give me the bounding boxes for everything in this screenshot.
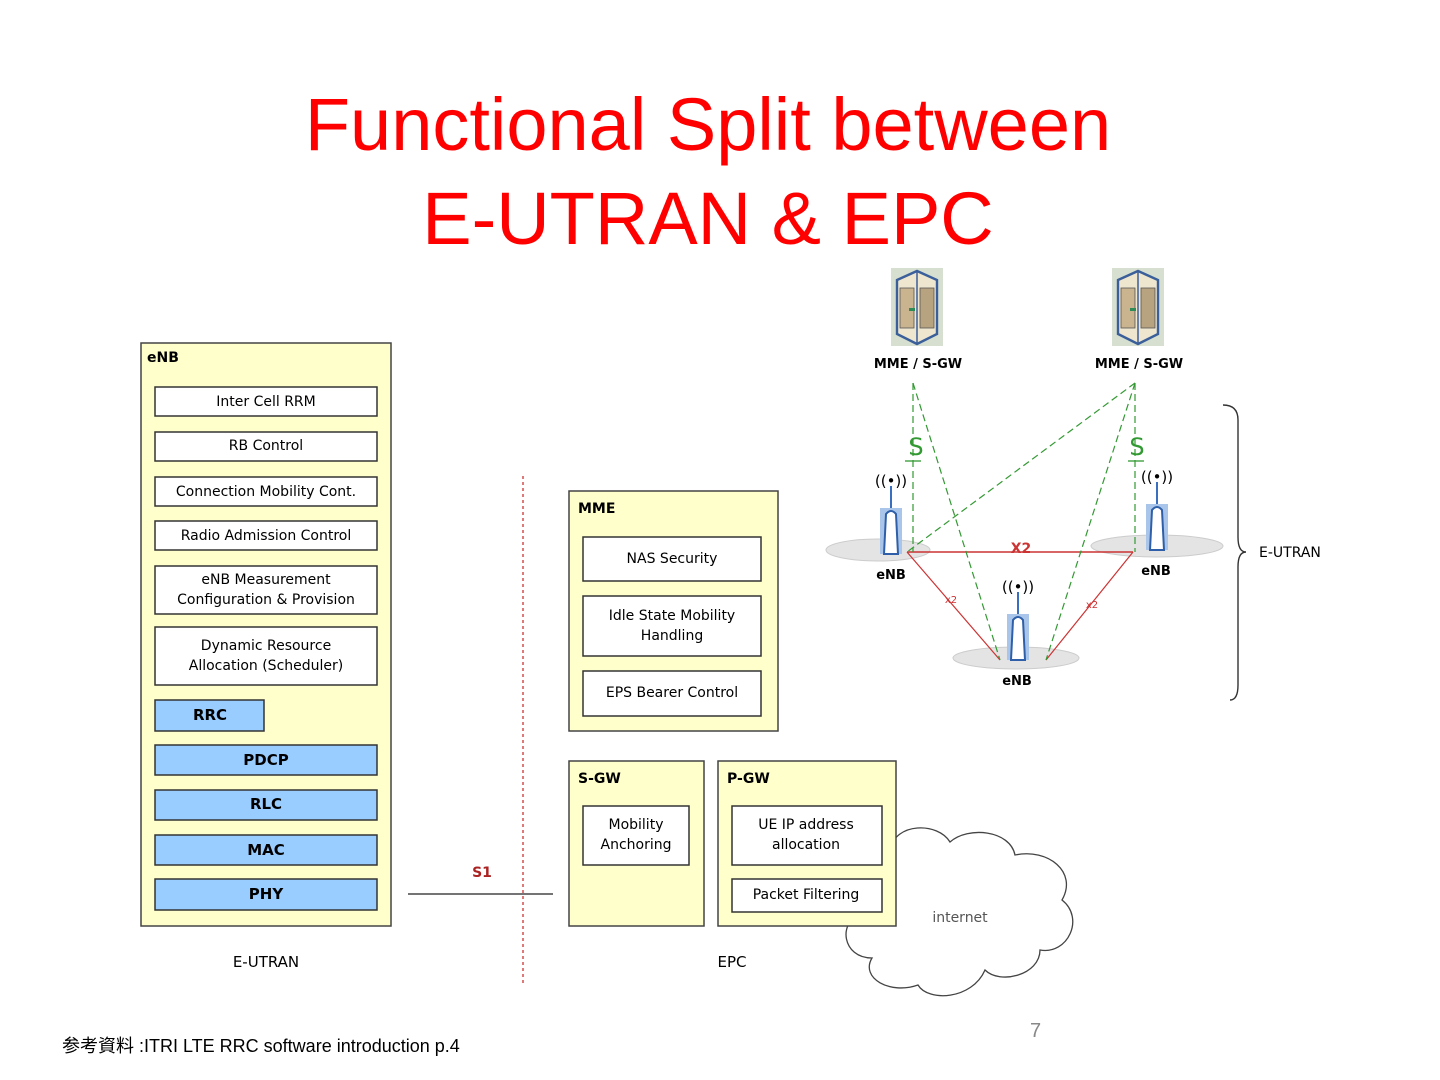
- radio-admission-text: Radio Admission Control: [181, 528, 352, 544]
- enb-panel-label: eNB: [147, 350, 179, 366]
- rrc-layer-text: RRC: [193, 706, 227, 724]
- eps-bearer-control-text: EPS Bearer Control: [606, 685, 738, 701]
- inter-cell-rrm-text: Inter Cell RRM: [216, 394, 315, 410]
- title-line-2: E-UTRAN & EPC: [422, 177, 994, 260]
- dynamic-resource-box: [154, 626, 378, 686]
- s1-left-to-bottom-enb: [912, 382, 1001, 661]
- antenna-icon-body: [1148, 506, 1166, 551]
- packet-filtering-box: [731, 878, 883, 913]
- x2-label-left: x2: [945, 595, 957, 606]
- rb-control-text: RB Control: [229, 438, 303, 454]
- idle-state-mobility-text-1: Idle State Mobility: [609, 608, 735, 624]
- enb-measurement-text-1: eNB Measurement: [201, 572, 331, 588]
- x2-label-top: X2: [1011, 541, 1032, 557]
- core-node-label-right: MME / S-GW: [1095, 357, 1183, 372]
- server-icon-led: [1130, 308, 1136, 311]
- enb-node-label-left: eNB: [876, 568, 906, 583]
- x2-link-right: [1045, 551, 1134, 661]
- nas-security-text: NAS Security: [627, 551, 718, 567]
- epc-caption: EPC: [718, 953, 747, 971]
- s1-right-to-bottom-enb: [1045, 382, 1136, 661]
- antenna-icon: ((•)): [875, 472, 907, 555]
- mme-panel-label: MME: [578, 501, 615, 517]
- inter-cell-rrm-box: [154, 386, 378, 417]
- pgw-panel: P-GW UE IP address allocation Packet Fil…: [717, 760, 897, 927]
- enb-measurement-text-2: Configuration & Provision: [177, 592, 355, 608]
- antenna-icon: ((•)): [1141, 468, 1173, 551]
- ue-ip-allocation-box: [731, 805, 883, 866]
- internet-label: internet: [932, 910, 988, 926]
- internet-cloud: [845, 827, 1074, 997]
- s1-label-left: S: [908, 433, 923, 461]
- pdcp-layer-box: [154, 744, 378, 776]
- dynamic-resource-text-2: Allocation (Scheduler): [189, 658, 343, 674]
- antenna-icon: ((•)): [1002, 578, 1034, 661]
- nas-security-box: [582, 536, 762, 582]
- server-icon-led: [909, 308, 915, 311]
- server-icon-door-right: [919, 287, 935, 329]
- network-topology: X2 x2 x2 S S MME / S-GW M: [825, 268, 1321, 701]
- antenna-icon-waves: ((•)): [1141, 468, 1173, 486]
- rlc-layer-text: RLC: [250, 795, 282, 813]
- server-icon-door-right: [1140, 287, 1156, 329]
- pdcp-layer-text: PDCP: [243, 751, 288, 769]
- page-number: 7: [1030, 1020, 1042, 1042]
- s1-link-label: S1: [472, 865, 492, 881]
- x2-link-left: [906, 551, 1001, 661]
- sgw-panel: S-GW Mobility Anchoring: [568, 760, 705, 927]
- eutran-brace-label: E-UTRAN: [1259, 545, 1321, 561]
- pgw-panel-label: P-GW: [727, 771, 770, 787]
- server-icon: [891, 268, 943, 346]
- enb-node-label-bottom: eNB: [1002, 674, 1032, 689]
- mobility-anchoring-box: [582, 805, 690, 866]
- idle-state-mobility-box: [582, 595, 762, 657]
- enb-measurement-box: [154, 565, 378, 615]
- connection-mobility-text: Connection Mobility Cont.: [176, 484, 356, 500]
- rrc-layer-box: [154, 699, 265, 732]
- rlc-layer-box: [154, 789, 378, 821]
- eutran-brace: [1222, 404, 1247, 701]
- antenna-icon-waves: ((•)): [1002, 578, 1034, 596]
- title-line-1: Functional Split between: [304, 83, 1112, 166]
- s1-right-to-left-enb: [906, 382, 1136, 553]
- antenna-icon-waves: ((•)): [875, 472, 907, 490]
- x2-label-right: x2: [1086, 600, 1098, 611]
- enb-left-base: [825, 538, 931, 562]
- eutran-caption: E-UTRAN: [233, 953, 299, 971]
- s1-label-right: S: [1129, 433, 1144, 461]
- enb-node-label-right: eNB: [1141, 564, 1171, 579]
- eps-bearer-control-box: [582, 670, 762, 717]
- radio-admission-box: [154, 520, 378, 551]
- packet-filtering-text: Packet Filtering: [753, 887, 860, 903]
- mme-panel: MME NAS Security Idle State Mobility Han…: [568, 490, 779, 732]
- mobility-anchoring-text-2: Anchoring: [601, 837, 672, 853]
- mobility-anchoring-text-1: Mobility: [609, 817, 664, 833]
- footnote-reference: 参考資料 :ITRI LTE RRC software introduction…: [62, 1036, 460, 1056]
- mac-layer-text: MAC: [247, 841, 285, 859]
- server-icon: [1112, 268, 1164, 346]
- connection-mobility-box: [154, 476, 378, 507]
- slide-title: Functional Split between E-UTRAN & EPC: [0, 78, 1416, 266]
- sgw-panel-label: S-GW: [578, 771, 621, 787]
- ue-ip-allocation-text-2: allocation: [772, 837, 840, 853]
- idle-state-mobility-text-2: Handling: [641, 628, 703, 644]
- dynamic-resource-text-1: Dynamic Resource: [201, 638, 331, 654]
- enb-panel: eNB Inter Cell RRM RB Control Connection…: [140, 342, 392, 927]
- phy-layer-text: PHY: [249, 885, 285, 903]
- core-node-label-left: MME / S-GW: [874, 357, 962, 372]
- mac-layer-box: [154, 834, 378, 866]
- antenna-icon-body: [1009, 616, 1027, 661]
- antenna-icon-body: [882, 510, 900, 555]
- rb-control-box: [154, 431, 378, 462]
- phy-layer-box: [154, 878, 378, 911]
- ue-ip-allocation-text-1: UE IP address: [758, 817, 854, 833]
